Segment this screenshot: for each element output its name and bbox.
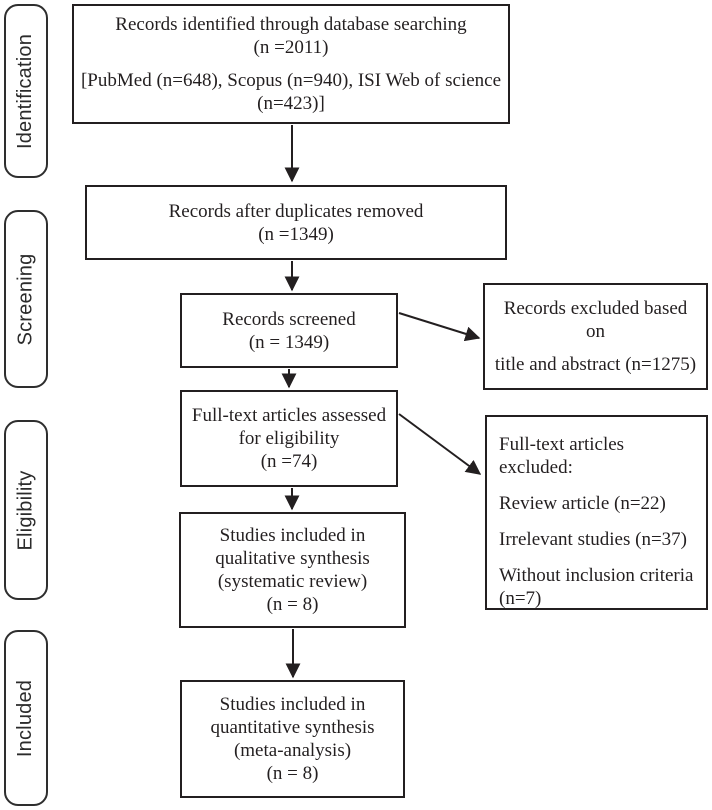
box-line: Full-text articles excluded: (499, 434, 625, 478)
box-line: [PubMed (n=648), Scopus (n=940), ISI Web… (80, 70, 502, 91)
stage-label-eligibility: Eligibility (14, 469, 37, 551)
box-line: Records identified through database sear… (115, 14, 467, 35)
box-line: (n = 8) (266, 763, 319, 784)
box-duplicates-removed: Records after duplicates removed (n =134… (85, 185, 507, 260)
box-line: qualitative synthesis (215, 548, 370, 569)
box-quantitative-synthesis: Studies included in quantitative synthes… (180, 680, 405, 798)
box-text: Records identified through database sear… (115, 13, 466, 59)
box-line: for eligibility (238, 428, 340, 449)
box-text: Records screened (n = 1349) (222, 308, 355, 354)
stage-screening: Screening (4, 210, 48, 388)
box-text: Records after duplicates removed (n =134… (169, 200, 424, 246)
box-line: (n =74) (260, 451, 318, 472)
stage-label-screening: Screening (14, 253, 37, 345)
stage-eligibility: Eligibility (4, 420, 48, 600)
box-line: quantitative synthesis (210, 717, 375, 738)
stage-label-included: Included (14, 679, 37, 757)
box-line: Full-text articles assessed (191, 405, 387, 426)
arrow-fulltext-to-excluded (398, 413, 482, 475)
box-text: [PubMed (n=648), Scopus (n=940), ISI Web… (81, 69, 501, 115)
box-text: Studies included in quantitative synthes… (210, 693, 374, 785)
box-line: Irrelevant studies (n=37) (499, 529, 687, 550)
stage-identification: Identification (4, 4, 48, 178)
box-qualitative-synthesis: Studies included in qualitative synthesi… (179, 512, 406, 628)
arrow-screened-to-excluded (398, 312, 481, 342)
box-line: (meta-analysis) (233, 740, 352, 761)
stage-label-identification: Identification (14, 33, 37, 149)
box-line: (n = 1349) (248, 331, 330, 353)
box-excluded-title-abstract: Records excluded based on title and abst… (483, 283, 708, 390)
box-excluded-fulltext: Full-text articles excluded: Review arti… (485, 415, 708, 610)
box-line: Records after duplicates removed (168, 200, 424, 222)
box-line: Records screened (222, 308, 356, 330)
box-line: (systematic review) (217, 571, 368, 592)
box-line: on (585, 321, 605, 342)
box-line: title and abstract (n=1275) (494, 354, 697, 375)
box-text: title and abstract (n=1275) (495, 353, 696, 376)
box-records-identified: Records identified through database sear… (72, 4, 510, 124)
box-line: Studies included in (219, 694, 366, 715)
box-records-screened: Records screened (n = 1349) (180, 293, 398, 368)
box-line: Review article (n=22) (499, 493, 666, 514)
box-line: Studies included in (219, 525, 366, 546)
box-text: Records excluded based on (504, 297, 688, 343)
box-text: Studies included in qualitative synthesi… (215, 524, 370, 616)
box-line: (n =1349) (258, 223, 334, 245)
box-line: (n=423)] (257, 93, 325, 114)
box-line: (n =2011) (253, 37, 329, 58)
box-line: Records excluded based (503, 298, 688, 319)
box-fulltext-assessed: Full-text articles assessed for eligibil… (180, 390, 398, 487)
box-text: Full-text articles assessed for eligibil… (192, 404, 386, 473)
box-line: Without inclusion criteria (n=7) (499, 565, 694, 609)
stage-included: Included (4, 630, 48, 806)
box-line: (n = 8) (266, 594, 319, 615)
